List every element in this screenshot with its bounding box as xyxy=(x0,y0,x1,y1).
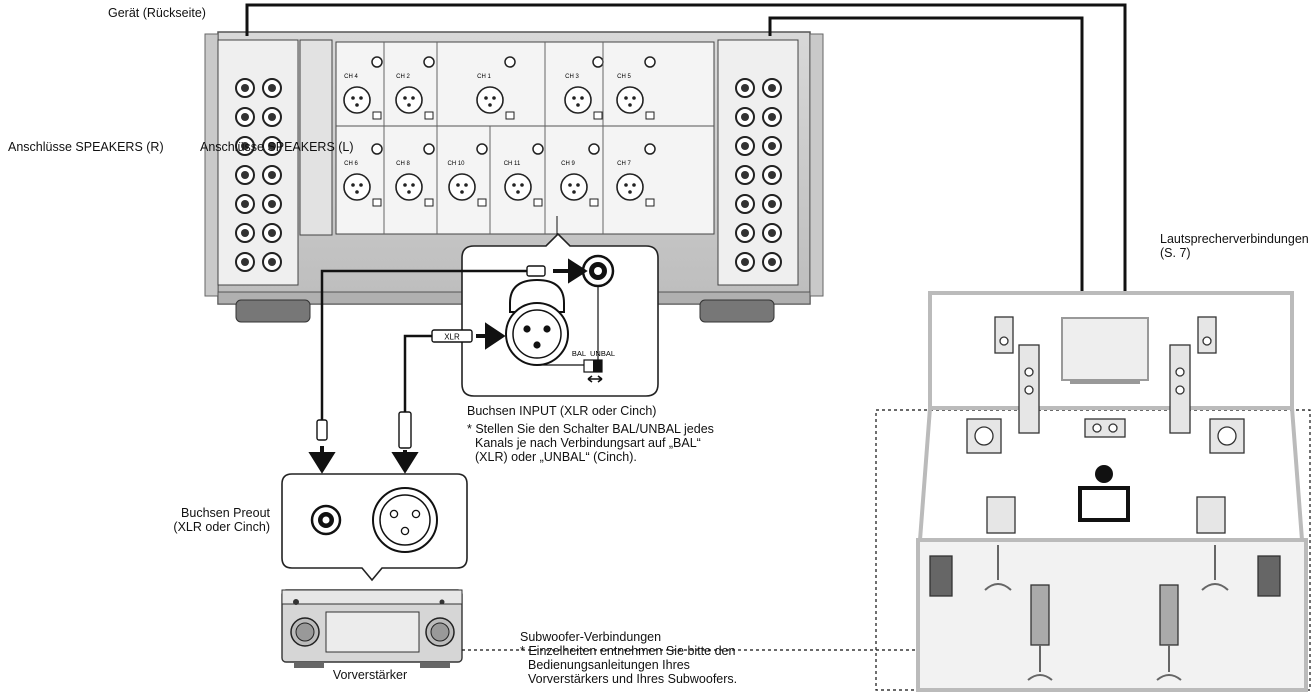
speaker-terminal xyxy=(735,107,755,127)
input-detail-callout xyxy=(461,232,659,397)
speaker-terminal xyxy=(762,165,782,185)
preamp-label: Vorverstärker xyxy=(332,668,408,682)
speaker-terminal xyxy=(762,252,782,272)
speaker-layout-room xyxy=(916,291,1308,692)
input-jacks-title: Buchsen INPUT (XLR oder Cinch) xyxy=(467,404,657,418)
channel-label: CH 1 xyxy=(477,74,491,80)
speaker-terminal xyxy=(262,252,282,272)
rca-cable xyxy=(308,258,588,474)
subwoofer-label: Subwoofer-Verbindungen * Einzelheiten en… xyxy=(520,630,737,686)
speaker-terminal xyxy=(762,78,782,98)
speaker-terminal xyxy=(735,78,755,98)
input-jacks-note-2: Kanals je nach Verbindungsart auf „BAL“ xyxy=(475,436,701,450)
channel-label: CH 11 xyxy=(504,161,521,167)
preout-jacks-line-1: Buchsen Preout xyxy=(181,506,270,520)
bal-switch-label: BAL xyxy=(572,349,586,358)
speaker-connections-label: Lautsprecherverbindungen (S. 7) xyxy=(1160,232,1309,260)
xlr-plug-label: XLR xyxy=(444,333,460,342)
channel-label: CH 4 xyxy=(344,74,358,80)
speaker-terminal xyxy=(262,223,282,243)
xlr-cable xyxy=(391,322,506,474)
channel-label: CH 5 xyxy=(617,74,631,80)
preamplifier xyxy=(281,589,463,668)
speaker-terminal xyxy=(262,78,282,98)
channel-label: CH 2 xyxy=(396,74,410,80)
xlr-input-jack: CH 9 xyxy=(560,143,600,207)
speaker-terminal xyxy=(235,223,255,243)
channel-label: CH 3 xyxy=(565,74,579,80)
speaker-terminal xyxy=(762,107,782,127)
device-rear-label: Gerät (Rückseite) xyxy=(108,6,206,20)
speaker-terminal xyxy=(235,252,255,272)
xlr-input-jack: CH 8 xyxy=(395,143,435,207)
channel-label: CH 9 xyxy=(561,161,575,167)
speaker-terminal xyxy=(735,165,755,185)
xlr-input-jack: CH 2 xyxy=(395,56,435,120)
speaker-terminal xyxy=(235,136,255,156)
speaker-terminal xyxy=(235,107,255,127)
xlr-input-jack: CH 1 xyxy=(476,56,516,120)
speaker-terminal xyxy=(262,136,282,156)
subwoofer-title: Subwoofer-Verbindungen xyxy=(520,630,662,644)
speaker-terminal xyxy=(762,136,782,156)
amplifier-rear-panel xyxy=(204,31,824,323)
speakers-r-label: Anschlüsse SPEAKERS (R) xyxy=(8,140,164,154)
xlr-input-jack: CH 4 xyxy=(343,56,383,120)
preout-callout xyxy=(281,473,468,582)
speaker-connections-line-1: Lautsprecherverbindungen xyxy=(1160,232,1309,246)
preout-jacks-line-2: (XLR oder Cinch) xyxy=(173,520,270,534)
channel-label: CH 6 xyxy=(344,161,358,167)
xlr-input-jack: CH 5 xyxy=(616,56,656,120)
speaker-terminal xyxy=(235,165,255,185)
xlr-input-jack: CH 10 xyxy=(447,143,488,207)
input-jacks-note-3: (XLR) oder „UNBAL“ (Cinch). xyxy=(475,450,637,464)
speaker-terminal xyxy=(262,194,282,214)
xlr-input-jack: CH 11 xyxy=(504,143,544,207)
preout-jacks-label: Buchsen Preout (XLR oder Cinch) xyxy=(140,506,270,534)
xlr-input-jack: CH 3 xyxy=(564,56,604,120)
speaker-connections-line-2: (S. 7) xyxy=(1160,246,1191,260)
speaker-terminal xyxy=(262,165,282,185)
speaker-terminal xyxy=(262,107,282,127)
subwoofer-note-3: Vorverstärkers und Ihres Subwoofers. xyxy=(528,672,738,686)
speaker-terminal xyxy=(735,136,755,156)
speaker-terminal xyxy=(762,194,782,214)
xlr-input-jack: CH 6 xyxy=(343,143,383,207)
speaker-terminal xyxy=(735,252,755,272)
input-jacks-label: Buchsen INPUT (XLR oder Cinch) * Stellen… xyxy=(467,404,714,464)
speaker-terminal xyxy=(235,194,255,214)
channel-label: CH 7 xyxy=(617,161,631,167)
channel-label: CH 8 xyxy=(396,161,410,167)
subwoofer-note-1: * Einzelheiten entnehmen Sie bitte den xyxy=(520,644,736,658)
unbal-switch-label: UNBAL xyxy=(590,349,615,358)
input-jacks: CH 4 CH 2 CH 1 CH 3 CH 5 CH 6 CH 8 CH 10 CH 11 CH… xyxy=(343,42,656,234)
speaker-terminal xyxy=(735,223,755,243)
speakers-l-label: Anschlüsse SPEAKERS (L) xyxy=(200,140,354,154)
speaker-terminal xyxy=(235,78,255,98)
xlr-input-jack: CH 7 xyxy=(616,143,656,207)
subwoofer-note-2: Bedienungsanleitungen Ihres xyxy=(528,658,690,672)
channel-label: CH 10 xyxy=(447,161,465,167)
speaker-terminals xyxy=(235,78,782,272)
speaker-cables xyxy=(245,3,1127,293)
speaker-terminal xyxy=(762,223,782,243)
speaker-terminal xyxy=(735,194,755,214)
input-jacks-note-1: * Stellen Sie den Schalter BAL/UNBAL jed… xyxy=(467,422,714,436)
